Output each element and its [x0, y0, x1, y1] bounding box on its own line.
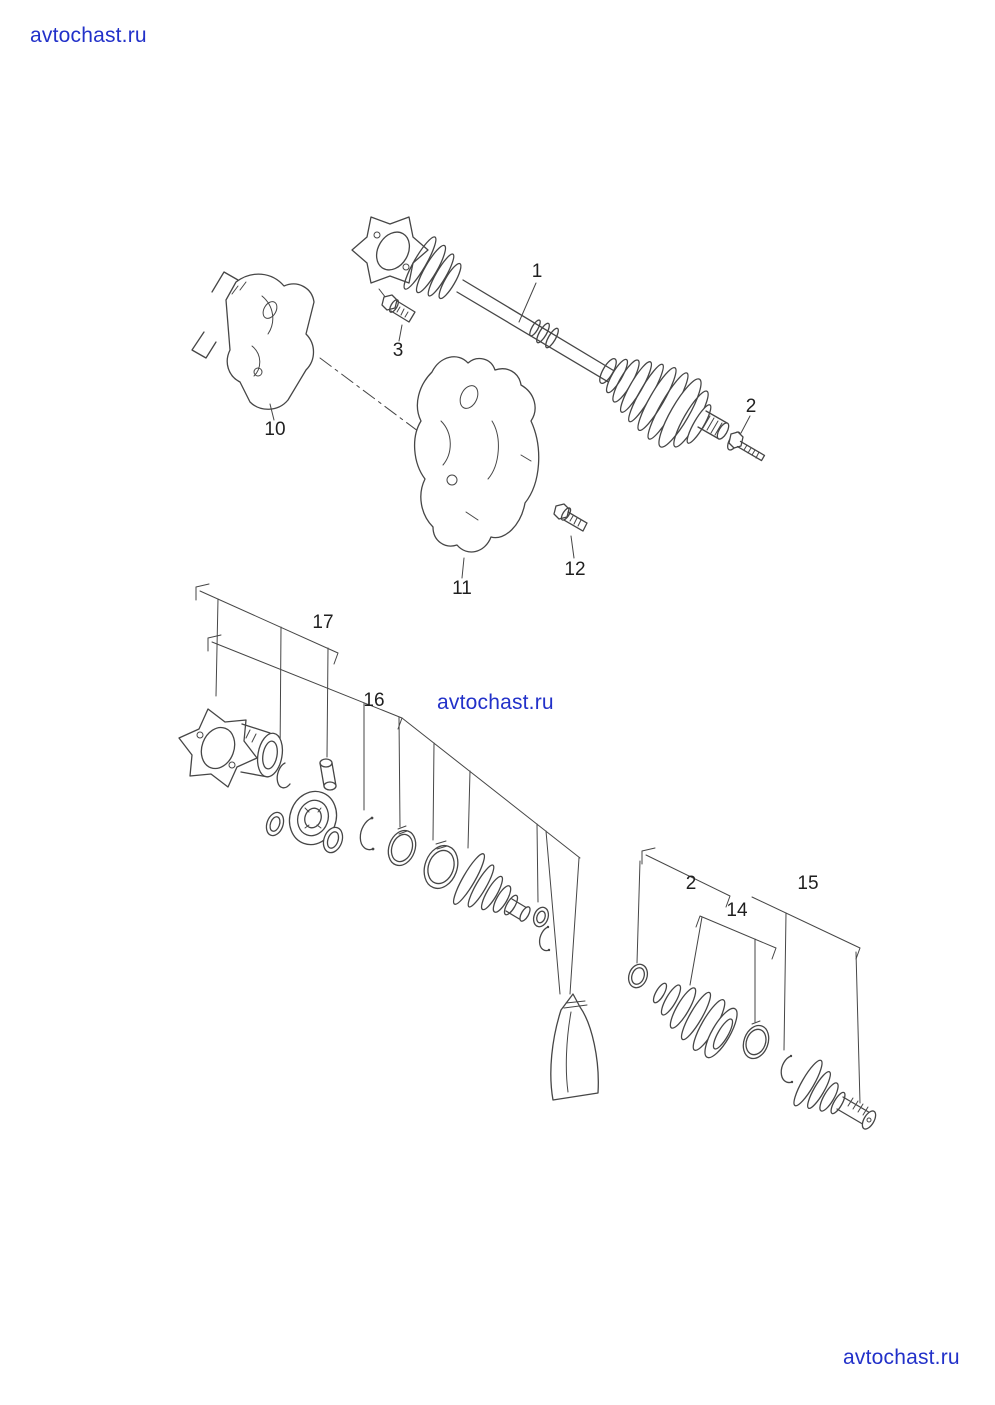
callout-part-15: 15: [797, 873, 819, 894]
watermark-top-left: avtochast.ru: [30, 24, 147, 47]
boot-clamp-small-b-drawing: [627, 963, 649, 989]
callout-part-16: 16: [363, 690, 385, 711]
grease-tube-drawing: [550, 993, 599, 1101]
boot-clamp-large-a-drawing: [423, 840, 459, 890]
circlip-b-drawing: [538, 925, 551, 952]
circlip-c-drawing: [780, 1054, 794, 1084]
watermark-center: avtochast.ru: [437, 691, 554, 714]
watermark-bottom-right: avtochast.ru: [843, 1346, 960, 1369]
spacer-ring-c-drawing: [532, 906, 550, 928]
outer-cv-boot-drawing: [652, 982, 738, 1059]
bolt-3-drawing: [378, 288, 416, 323]
callout-part-12: 12: [564, 559, 586, 580]
boot-clamp-small-a-drawing: [387, 825, 417, 867]
callout-part-10: 10: [264, 419, 286, 440]
callout-part-14: 14: [726, 900, 748, 921]
spacer-ring-b-drawing: [322, 826, 344, 854]
callout-part-2-lower: 2: [685, 873, 697, 894]
snap-ring-drawing: [276, 762, 291, 789]
bolt-2-upper-drawing: [727, 431, 766, 462]
inner-cv-boot-drawing: [452, 853, 531, 922]
drive-shaft-drawing: [351, 216, 730, 448]
spacer-ring-a-drawing: [265, 811, 285, 837]
group-bracket-lines: [195, 583, 861, 1104]
inner-flange-drawing: [178, 708, 284, 788]
boot-clamp-large-b-drawing: [742, 1020, 770, 1060]
upper-leader-lines: [269, 282, 751, 579]
pilot-stub-drawing: [319, 758, 337, 791]
callout-part-17: 17: [312, 612, 334, 633]
bracket-10-drawing: [191, 271, 447, 453]
callout-part-1: 1: [531, 261, 543, 282]
cover-plate-11-drawing: [413, 356, 540, 553]
callout-part-2-upper: 2: [745, 396, 757, 417]
outer-cv-joint-drawing: [793, 1059, 877, 1130]
circlip-a-drawing: [359, 816, 375, 851]
callout-part-11: 11: [452, 578, 472, 599]
bolt-12-drawing: [553, 503, 588, 532]
callout-part-3: 3: [392, 340, 404, 361]
inner-cv-hub-drawing: [288, 790, 338, 846]
